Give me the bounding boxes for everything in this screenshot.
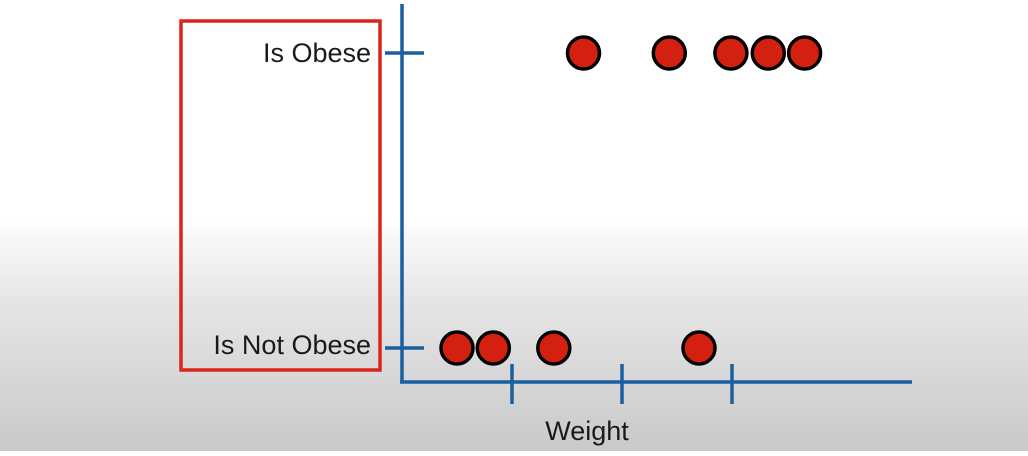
data-point-is-not-obese-4 <box>681 330 717 366</box>
data-point-is-obese-5 <box>565 35 602 71</box>
data-point-is-obese-6 <box>651 35 688 71</box>
y-tick-label-is-not-obese: Is Not Obese <box>213 330 371 360</box>
data-point-is-obese-9 <box>786 35 823 71</box>
data-point-is-obese-7 <box>713 35 749 71</box>
y-labels-highlight-box <box>179 19 382 372</box>
y-tick-label-is-obese: Is Obese <box>263 38 371 68</box>
x-axis-label: Weight <box>545 416 629 446</box>
data-point-is-not-obese-1 <box>439 330 475 366</box>
data-point-is-obese-8 <box>750 35 787 71</box>
data-point-is-not-obese-3 <box>536 330 572 366</box>
data-point-is-not-obese-2 <box>475 330 512 366</box>
